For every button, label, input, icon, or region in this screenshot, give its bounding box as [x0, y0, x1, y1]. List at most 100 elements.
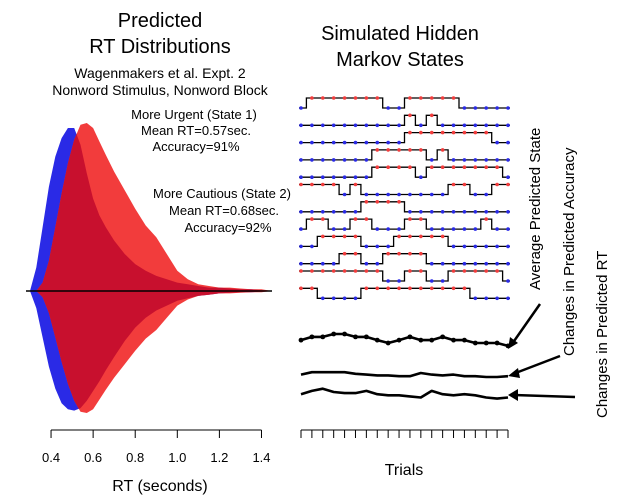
- state-point: [473, 130, 478, 135]
- state-point: [397, 165, 401, 169]
- right-title-line2: Markov States: [336, 49, 464, 71]
- state-point: [440, 148, 445, 152]
- state-point: [440, 286, 445, 291]
- state-point: [342, 158, 347, 162]
- state-point: [353, 210, 358, 214]
- state-point: [484, 261, 489, 266]
- average-state-line-point: [494, 340, 500, 346]
- state-point: [310, 210, 314, 214]
- state-point: [331, 175, 336, 179]
- state-point: [375, 227, 380, 231]
- state-point: [364, 158, 369, 162]
- state-point: [310, 244, 314, 249]
- state-step-line: [299, 183, 510, 196]
- state1-mean: Mean RT=0.57sec.: [141, 123, 251, 138]
- rt-tick-label-1.4: 1.4: [252, 450, 270, 465]
- average-state-line-point: [440, 334, 446, 340]
- state-point: [506, 123, 510, 128]
- state-point: [342, 234, 347, 239]
- state-point: [386, 192, 390, 197]
- state-point: [473, 165, 478, 169]
- state-point: [495, 269, 499, 273]
- state-point: [320, 158, 325, 162]
- state-step-line: [299, 287, 510, 299]
- state-point: [364, 244, 369, 249]
- average-state-line-point: [353, 334, 358, 340]
- state-row-8: [299, 217, 510, 231]
- state-step-line: [299, 114, 510, 126]
- state-point: [386, 140, 390, 145]
- state-point: [299, 269, 303, 273]
- average-state-line-point: [298, 337, 304, 343]
- average-state-line-point: [483, 340, 489, 346]
- state-point: [506, 210, 510, 214]
- state-point: [375, 261, 380, 266]
- state-point: [310, 269, 314, 273]
- state-point: [386, 106, 390, 110]
- state-point: [484, 296, 489, 301]
- state-point: [386, 165, 390, 169]
- average-state-line-point: [320, 334, 326, 340]
- state-point: [419, 251, 423, 256]
- state-point: [353, 234, 358, 239]
- state-point: [429, 261, 434, 266]
- right-title-line1: Simulated Hidden: [321, 23, 479, 45]
- average-state-line-point: [396, 337, 402, 343]
- state-point: [310, 158, 314, 162]
- state-point: [320, 217, 325, 221]
- state-point: [419, 210, 423, 214]
- state-point: [299, 210, 303, 214]
- state-row-3: [299, 130, 510, 145]
- state-point: [386, 148, 390, 152]
- state-point: [353, 251, 358, 256]
- state-point: [397, 234, 401, 239]
- arrow-rt-head: [508, 389, 518, 401]
- state-step-line: [299, 97, 510, 109]
- state-point: [331, 158, 336, 162]
- arrow-accuracy-head: [508, 368, 520, 378]
- state-point: [419, 269, 423, 273]
- state-point: [484, 165, 489, 169]
- state-point: [397, 192, 401, 197]
- state-point: [506, 279, 510, 283]
- state-point: [451, 165, 456, 169]
- state-point: [462, 269, 467, 273]
- state-point: [484, 210, 489, 214]
- trial-axis: [300, 429, 509, 438]
- left-title-line1: Predicted: [118, 10, 203, 32]
- state-point: [506, 244, 510, 249]
- state-point: [451, 261, 456, 266]
- average-state-line-point: [407, 334, 413, 340]
- state2-mean: Mean RT=0.68sec.: [169, 203, 279, 218]
- state-point: [375, 269, 380, 273]
- state-point: [429, 130, 434, 135]
- state-point: [320, 96, 325, 100]
- state-point: [342, 251, 347, 256]
- state-point: [429, 192, 434, 197]
- state-point: [440, 165, 445, 169]
- state-step-line: [299, 149, 510, 161]
- state-point: [484, 192, 489, 197]
- state-point: [342, 227, 347, 231]
- rt-tick-label-0.8: 0.8: [126, 450, 144, 465]
- state-point: [495, 261, 499, 266]
- state-point: [320, 269, 325, 273]
- state-point: [506, 296, 510, 301]
- state-point: [331, 182, 336, 187]
- state-point: [331, 227, 336, 231]
- state-point: [419, 217, 423, 221]
- state-point: [331, 210, 336, 214]
- state-point: [495, 123, 499, 128]
- state-point: [419, 130, 423, 135]
- state-point: [462, 165, 467, 169]
- state-point: [473, 210, 478, 214]
- state-point: [473, 192, 478, 197]
- rt-x-axis-label: RT (seconds): [112, 478, 207, 495]
- state-point: [462, 227, 467, 231]
- left-subtitle-line2: Nonword Stimulus, Nonword Block: [52, 82, 269, 98]
- state-point: [429, 227, 434, 231]
- state-point: [440, 192, 445, 197]
- state-point: [320, 234, 325, 239]
- state-point: [408, 165, 412, 169]
